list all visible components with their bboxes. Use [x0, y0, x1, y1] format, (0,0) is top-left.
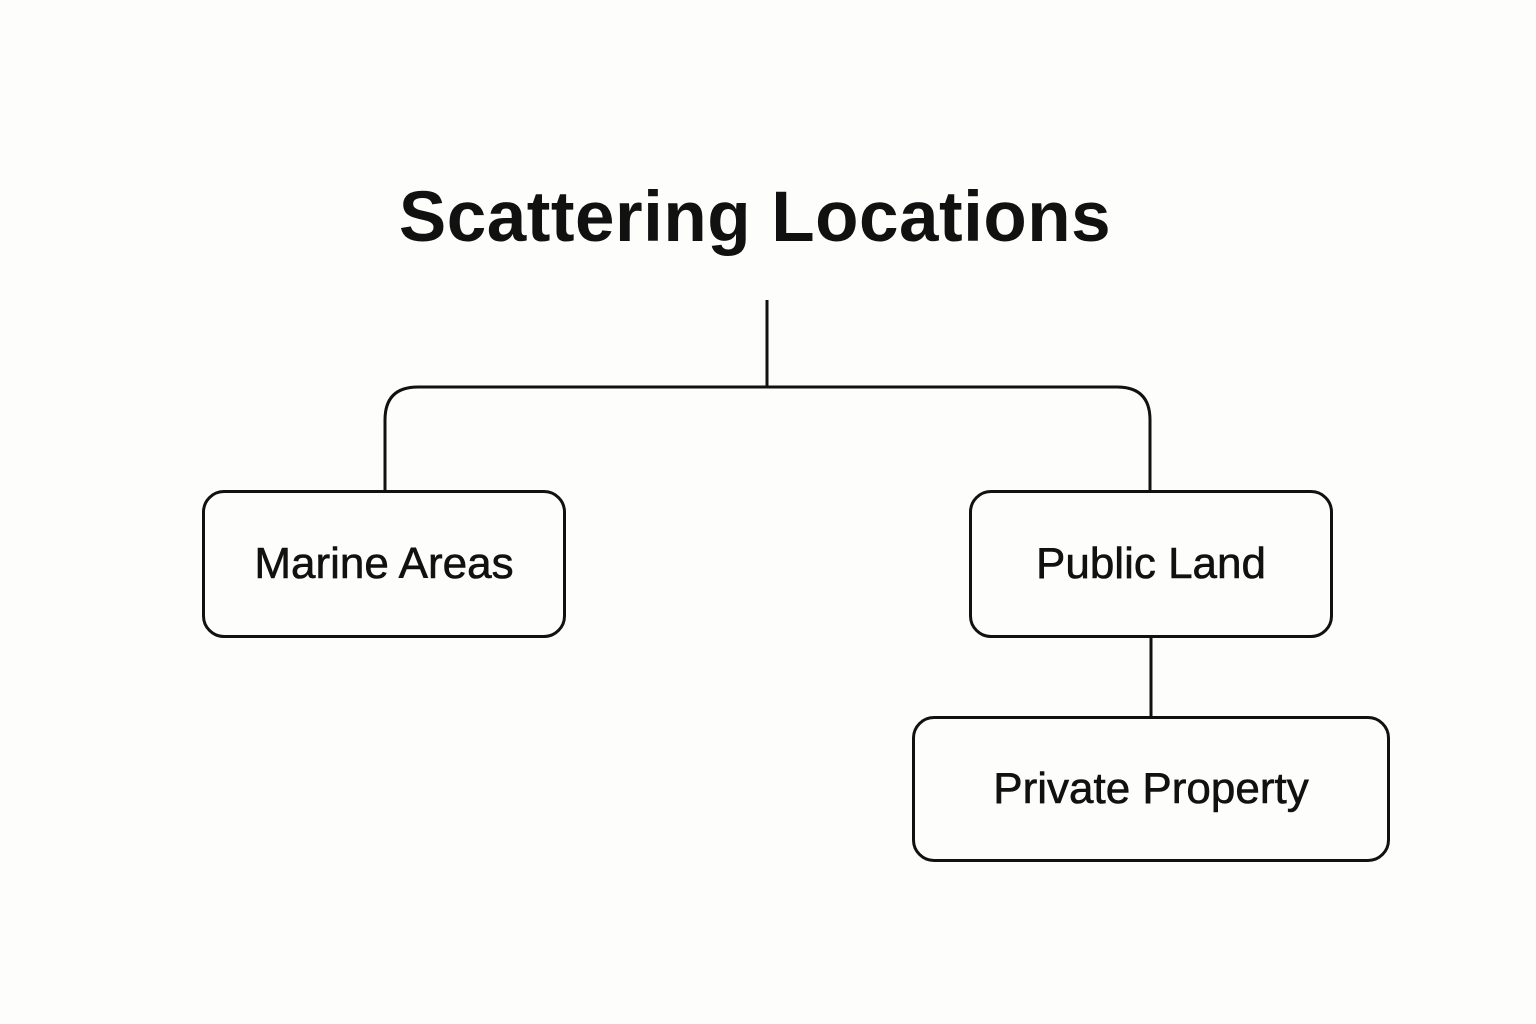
- node-private-property: Private Property: [912, 716, 1390, 862]
- diagram-title: Scattering Locations: [398, 178, 1112, 257]
- node-marine-areas: Marine Areas: [202, 490, 566, 638]
- node-public-land: Public Land: [969, 490, 1333, 638]
- node-public-land-label: Public Land: [1036, 539, 1267, 589]
- node-marine-areas-label: Marine Areas: [254, 539, 514, 589]
- branch-connector: [383, 385, 1152, 490]
- node-private-property-label: Private Property: [993, 764, 1309, 814]
